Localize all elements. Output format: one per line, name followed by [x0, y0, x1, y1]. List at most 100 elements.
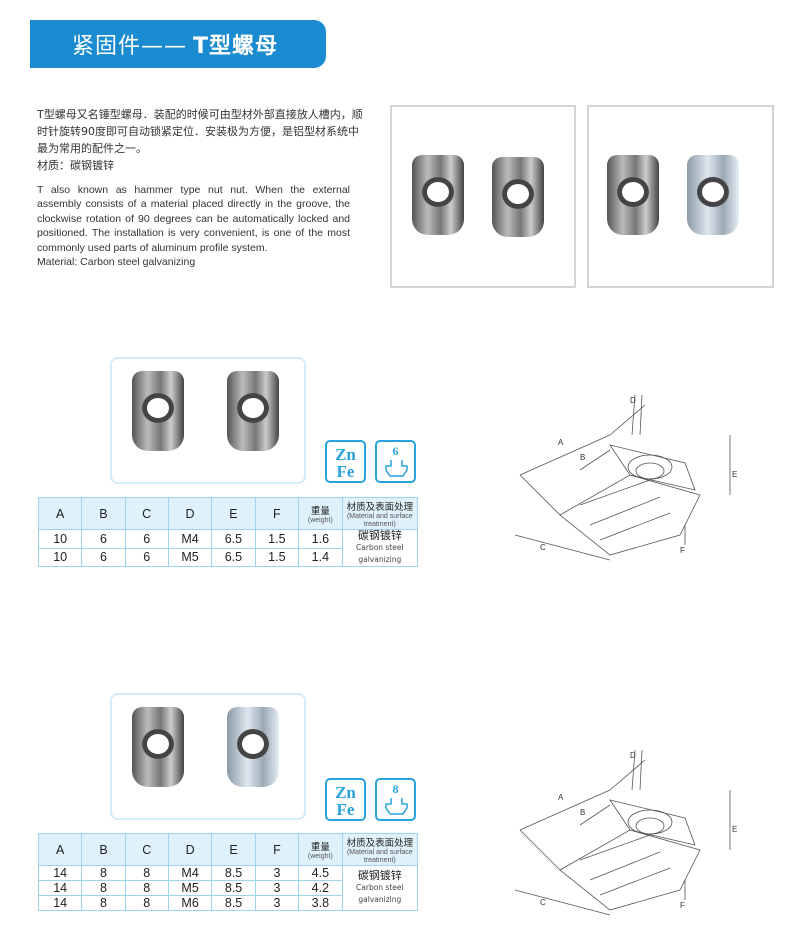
dim-label-E: E [732, 470, 737, 479]
cell-F: 1.5 [254, 547, 300, 567]
cell-C: 6 [124, 547, 169, 567]
cell-B: 6 [81, 547, 126, 567]
header-B: B [81, 497, 126, 530]
dim-label-F: F [680, 546, 685, 555]
zn-label: Zn [335, 445, 356, 464]
slot-size: 6 [392, 444, 399, 458]
dimension-diagram: A B C D E F [514, 749, 737, 916]
cell-W: 3.8 [298, 895, 343, 911]
cell-W: 4.2 [298, 880, 343, 896]
nut-image [132, 371, 184, 451]
cell-F: 3 [254, 865, 300, 881]
header-F: F [254, 833, 300, 866]
material-header-en: (Material and surface treatment) [346, 848, 413, 864]
product-photo-2 [587, 105, 774, 288]
cell-W: 1.4 [298, 547, 343, 567]
slot-profile-icon [384, 798, 408, 815]
intro-cn-text: T型螺母又名锤型螺母．装配的时候可由型材外部直接放人槽内，顺时针旋转90度即可自… [37, 108, 363, 155]
dim-label-B: B [580, 453, 585, 462]
cell-B: 8 [81, 895, 126, 911]
material-header-en: (Material and surface treatment) [346, 512, 413, 528]
cell-D: M5 [167, 547, 213, 567]
cell-W: 1.6 [298, 529, 343, 549]
dim-label-C: C [540, 898, 546, 907]
intro-en-material: Material: Carbon steel galvanizing [37, 256, 196, 269]
cell-C: 6 [124, 529, 169, 549]
dim-label-D: D [630, 396, 636, 405]
fe-label: Fe [336, 800, 355, 819]
slot-profile-icon [384, 460, 408, 477]
weight-cn: 重量 [310, 505, 330, 517]
product-photo-1 [390, 105, 576, 288]
banner-prefix: 紧固件—— [72, 34, 188, 59]
dim-label-D: D [630, 751, 636, 760]
weight-en: (weight) [307, 516, 333, 524]
cell-F: 3 [254, 880, 300, 896]
page-banner: 紧固件——T型螺母 [30, 20, 326, 68]
cell-A: 10 [37, 529, 83, 549]
cell-E: 8.5 [211, 895, 256, 911]
nut-image [132, 707, 184, 787]
cell-C: 8 [124, 895, 169, 911]
cell-B: 8 [81, 880, 126, 896]
dim-label-B: B [580, 808, 585, 817]
material-header-cn: 材质及表面处理 [346, 501, 414, 513]
header-weight: 重量(weight) [298, 497, 343, 530]
header-A: A [37, 497, 83, 530]
page-title: T型螺母 [193, 34, 279, 59]
product-image-box [110, 693, 306, 820]
slot-size-badge: 8 [375, 778, 416, 821]
dim-label-F: F [680, 901, 685, 910]
dimension-diagram: A B C D E F [514, 394, 737, 561]
dim-label-C: C [540, 543, 546, 552]
header-weight: 重量(weight) [298, 833, 343, 866]
material-cn: 碳钢镀锌 [357, 869, 402, 882]
cell-F: 1.5 [254, 529, 300, 549]
cell-A: 14 [37, 895, 83, 911]
nut-image [687, 155, 739, 235]
header-E: E [211, 497, 256, 530]
weight-en: (weight) [307, 852, 333, 860]
dim-label-E: E [732, 825, 737, 834]
header-B: B [81, 833, 126, 866]
material-header-cn: 材质及表面处理 [346, 837, 414, 849]
cell-F: 3 [254, 895, 300, 911]
header-D: D [167, 497, 213, 530]
zn-label: Zn [335, 783, 356, 802]
nut-image [227, 371, 279, 451]
cell-D: M4 [167, 529, 213, 549]
header-material: 材质及表面处理(Material and surface treatment) [341, 497, 419, 530]
header-C: C [124, 833, 169, 866]
intro-en-text: T also known as hammer type nut nut. Whe… [37, 184, 350, 254]
slot-size: 8 [392, 782, 399, 796]
nut-image [227, 707, 279, 787]
cell-W: 4.5 [298, 865, 343, 881]
cell-E: 8.5 [211, 880, 256, 896]
cell-B: 6 [81, 529, 126, 549]
material-cn: 碳钢镀锌 [357, 529, 402, 542]
header-D: D [167, 833, 213, 866]
cell-E: 6.5 [211, 547, 256, 567]
nut-image [492, 157, 544, 237]
nut-image [607, 155, 659, 235]
header-A: A [37, 833, 83, 866]
cell-E: 6.5 [211, 529, 256, 549]
header-F: F [254, 497, 300, 530]
nut-image [412, 155, 464, 235]
cell-D: M4 [167, 865, 213, 881]
header-E: E [211, 833, 256, 866]
cell-C: 8 [124, 865, 169, 881]
fe-label: Fe [336, 462, 355, 481]
intro-cn: T型螺母又名锤型螺母．装配的时候可由型材外部直接放人槽内，顺时针旋转90度即可自… [37, 106, 367, 174]
cell-A: 14 [37, 865, 83, 881]
intro-en: T also known as hammer type nut nut. Whe… [37, 183, 350, 269]
dim-label-A: A [558, 438, 564, 447]
weight-cn: 重量 [310, 841, 330, 853]
intro-cn-material: 材质：碳钢镀锌 [37, 159, 114, 172]
cell-B: 8 [81, 865, 126, 881]
